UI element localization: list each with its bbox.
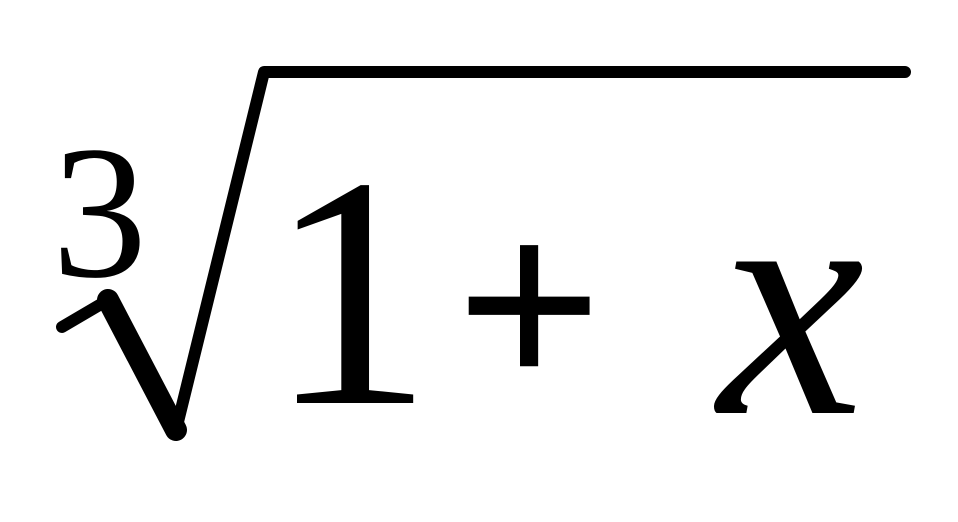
- radical-check-thick: [97, 289, 187, 441]
- plus-operator: +: [455, 161, 604, 449]
- variable-x: x: [718, 120, 865, 485]
- radicand-one: 1: [268, 110, 433, 475]
- root-index: 3: [52, 108, 147, 318]
